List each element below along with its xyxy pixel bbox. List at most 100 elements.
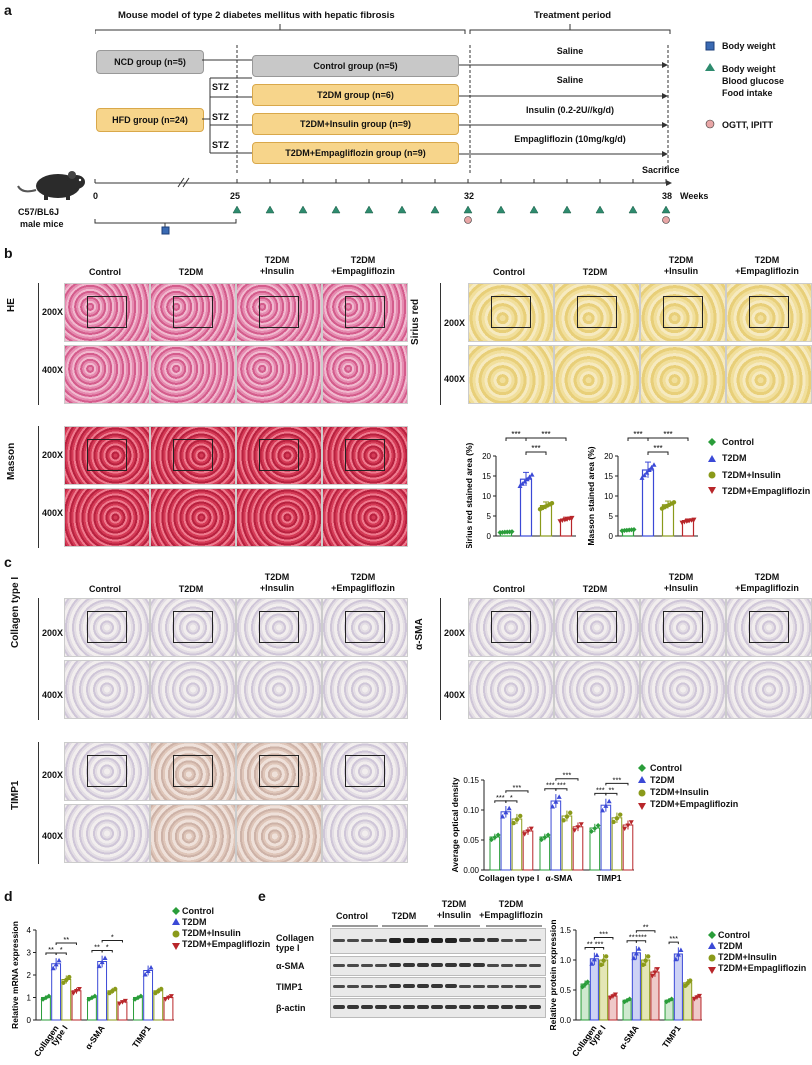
wb-band-0-2 bbox=[361, 938, 373, 942]
mag-200x-col: 200X bbox=[42, 628, 64, 638]
asma-zoom-box-1 bbox=[577, 611, 617, 643]
aod-pt-1-3-2 bbox=[578, 822, 584, 827]
wb-row-collagen: Collagen type I bbox=[276, 933, 315, 953]
protein-xtick-1-0: α-SMA bbox=[617, 1023, 641, 1051]
wb-band-3-8 bbox=[445, 1005, 457, 1009]
mrna-ytick-label-1: 1 bbox=[27, 994, 32, 1003]
mrna-sig-bracket-5 bbox=[101, 939, 123, 943]
sirius-sig-1: *** bbox=[531, 444, 540, 453]
masson-zoom-box-0 bbox=[87, 439, 127, 471]
wb-band-2-13 bbox=[515, 984, 527, 988]
stz-label-3: STZ bbox=[212, 140, 229, 150]
aod-bar-2-3 bbox=[622, 824, 634, 871]
sirius-sig-2: *** bbox=[541, 430, 550, 439]
masson-sig-bracket-2 bbox=[647, 437, 689, 441]
timp1-zoom-box-1 bbox=[173, 755, 213, 787]
b-legend-control: Control bbox=[722, 437, 754, 447]
masson-tile-400x-2 bbox=[236, 488, 322, 547]
aod-sig-bracket-7 bbox=[605, 792, 618, 796]
mrna-pt-0-1-1 bbox=[53, 961, 59, 967]
c-legend-marks bbox=[638, 764, 646, 810]
aod-bar-2-1 bbox=[600, 804, 612, 871]
stain-he: HE bbox=[6, 298, 17, 312]
sirius-pt-3-5 bbox=[569, 515, 575, 521]
wb-band-3-7 bbox=[431, 1005, 443, 1009]
sirius-pt-0-0 bbox=[497, 529, 503, 535]
aod-pt-1-0-1 bbox=[542, 834, 548, 840]
aod-pt-0-0-1 bbox=[492, 834, 498, 840]
mag-400x-asma: 400X bbox=[444, 690, 466, 700]
aod-pt-2-1-2 bbox=[606, 798, 612, 804]
protein-ytick-label-2: 1.0 bbox=[560, 956, 572, 965]
masson-ytick-label-0: 0 bbox=[609, 532, 614, 541]
protein-pt-0-3-0 bbox=[607, 995, 613, 1001]
aod-pt-2-0-2 bbox=[595, 822, 601, 828]
sirius-tile-200x-0 bbox=[468, 283, 554, 342]
masson-ytick-label-2: 10 bbox=[604, 492, 613, 501]
aod-sig-2: *** bbox=[513, 783, 522, 792]
aod-pt-0-1-0 bbox=[500, 813, 506, 819]
mrna-pt-0-2-0 bbox=[61, 980, 66, 985]
sirius-pt-0-5 bbox=[509, 529, 515, 535]
e-legend-marks bbox=[708, 931, 716, 974]
stz-label-1: STZ bbox=[212, 82, 229, 92]
asma-zoom-box-0 bbox=[491, 611, 531, 643]
wb-band-1-14 bbox=[529, 963, 541, 967]
aod-pt-2-1-0 bbox=[600, 807, 606, 813]
treatment-insulin: Insulin (0.2-2U//kg/d) bbox=[525, 105, 614, 115]
panel-label-b: b bbox=[4, 245, 13, 261]
sirius-zoom-box-1 bbox=[577, 296, 617, 328]
he-tile-200x-0 bbox=[64, 283, 150, 342]
aod-bar-0-3 bbox=[522, 830, 534, 871]
mrna-pt-0-1-0 bbox=[50, 965, 56, 971]
wb-band-1-11 bbox=[487, 963, 499, 967]
protein-pt-0-1-2 bbox=[594, 952, 600, 958]
mrna-pt-1-3-0 bbox=[117, 1001, 123, 1006]
d-legend-control: Control bbox=[182, 906, 214, 916]
protein-pt-2-0-1 bbox=[666, 997, 672, 1003]
aod-ylabel: Average optical density bbox=[450, 777, 460, 872]
masson-tile-200x-1 bbox=[150, 426, 236, 485]
aod-pt-1-0-0 bbox=[539, 837, 544, 843]
collagen-tile-400x-1 bbox=[150, 660, 236, 719]
collagen-zoom-box-2 bbox=[259, 611, 299, 643]
e-legend-t2dm: T2DM bbox=[718, 941, 743, 951]
sirius-pt-1-5 bbox=[529, 472, 535, 477]
protein-sig-bracket-1 bbox=[593, 946, 605, 950]
aod-pt-2-2-1 bbox=[614, 816, 620, 821]
protein-xtick-2-0: TIMP1 bbox=[660, 1023, 683, 1049]
c-col-empagliflozin: T2DM +Empagliflozin bbox=[331, 572, 395, 593]
aod-sig-1: * bbox=[510, 793, 513, 802]
protein-pt-2-3-0 bbox=[691, 997, 697, 1002]
protein-ytick-label-3: 1.5 bbox=[560, 926, 572, 935]
mrna-sig-bracket-1 bbox=[55, 952, 67, 955]
wb-band-0-0 bbox=[333, 938, 345, 942]
aod-ytick-label-2: 0.10 bbox=[463, 806, 479, 815]
mag-200x-timp1: 200X bbox=[42, 770, 64, 780]
protein-sig-bracket-5 bbox=[635, 930, 656, 933]
c2-col-empagliflozin: T2DM +Empagliflozin bbox=[735, 572, 799, 593]
wb-band-2-14 bbox=[529, 984, 541, 988]
he-tile-400x-3 bbox=[322, 345, 408, 404]
c-col-insulin: T2DM +Insulin bbox=[259, 572, 295, 593]
stain-timp1: TIMP1 bbox=[10, 780, 21, 810]
e-legend-empagliflozin: T2DM+Empagliflozin bbox=[718, 963, 807, 973]
collagen-tile-400x-3 bbox=[322, 660, 408, 719]
d-legend-marks bbox=[172, 907, 180, 950]
week-0: 0 bbox=[93, 191, 99, 201]
wb-band-3-11 bbox=[487, 1005, 499, 1009]
stain-masson: Masson bbox=[6, 442, 17, 480]
mrna-sig-bracket-4 bbox=[101, 949, 113, 953]
protein-sig-5: ** bbox=[643, 923, 649, 932]
mag-200x-asma: 200X bbox=[444, 628, 466, 638]
wb-row-bactin: β-actin bbox=[276, 1003, 306, 1013]
aod-pt-2-0-1 bbox=[592, 825, 598, 831]
wb-band-1-5 bbox=[403, 963, 415, 967]
wb-group-lines bbox=[332, 925, 542, 927]
mouse-strain: C57/BL6J bbox=[18, 207, 60, 217]
timp1-tile-200x-1 bbox=[150, 742, 236, 801]
aod-pt-2-0-0 bbox=[589, 828, 594, 834]
mrna-pt-2-3-1 bbox=[165, 995, 171, 1001]
